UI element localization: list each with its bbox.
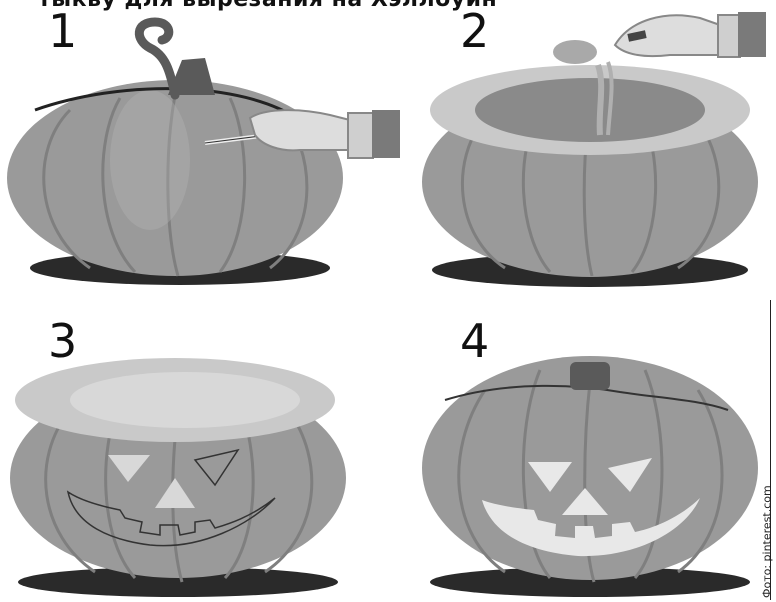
step-1-illustration — [0, 0, 400, 300]
source-watermark: Фото: pinterest.com — [761, 485, 774, 598]
pumpkin-opening — [70, 372, 300, 428]
stem — [570, 362, 610, 390]
step-4-illustration — [400, 300, 776, 602]
step-2-illustration — [400, 0, 776, 300]
hand-with-scoop — [615, 12, 766, 57]
step-3-illustration — [0, 300, 400, 602]
pumpkin-opening — [475, 78, 705, 142]
